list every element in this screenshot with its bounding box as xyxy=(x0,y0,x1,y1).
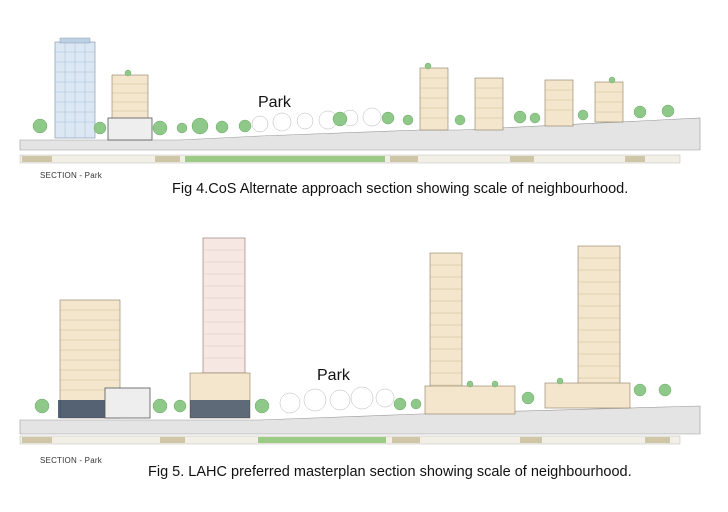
fig4-caption: Fig 4.CoS Alternate approach section sho… xyxy=(172,181,629,197)
fig5-section-tag: SECTION - Park xyxy=(40,456,102,465)
fig4-drawing xyxy=(19,37,701,164)
fig5-pink-tower xyxy=(202,237,246,374)
fig5-park-trees xyxy=(279,386,395,414)
fig5-park-label: Park xyxy=(317,367,350,384)
fig4-midrise xyxy=(111,74,149,121)
fig4-ground xyxy=(19,117,701,151)
fig4-right-building-1 xyxy=(419,67,449,131)
fig5-right-tower-1 xyxy=(429,252,463,409)
fig4-right-building-3 xyxy=(544,79,574,127)
fig4-section: Park SECTION - Park Fig 4.CoS Alternate … xyxy=(0,0,728,210)
fig5-left-slab xyxy=(59,299,121,419)
fig4-right-building-2 xyxy=(474,77,504,131)
fig4-park-label: Park xyxy=(258,94,291,111)
fig5-park-band xyxy=(258,437,386,443)
fig5-trees xyxy=(34,377,672,414)
fig5-section: Park SECTION - Park Fig 5. LAHC preferre… xyxy=(0,228,728,512)
fig4-trees-left xyxy=(32,117,229,136)
fig5-caption: Fig 5. LAHC preferred masterplan section… xyxy=(148,464,632,480)
fig4-section-tag: SECTION - Park xyxy=(40,171,102,180)
fig5-drawing xyxy=(19,237,701,445)
fig4-park-band xyxy=(185,156,385,162)
fig5-right-tower-2 xyxy=(577,245,621,402)
fig5-ground xyxy=(19,405,701,435)
